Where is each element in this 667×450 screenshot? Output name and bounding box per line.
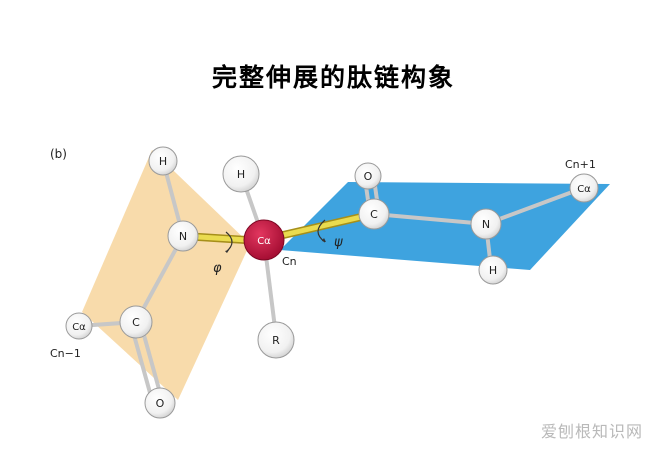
atom-label-h-right: H — [489, 264, 497, 277]
bond-c-n-right — [372, 212, 488, 226]
atom-label-o-right: O — [364, 170, 373, 183]
atom-label-c-left: C — [132, 316, 140, 329]
atom-c-left — [119, 305, 153, 339]
atom-h-left — [148, 146, 178, 176]
atom-label-calpha-left: Cα — [72, 322, 86, 333]
atom-label-r-group: R — [272, 334, 280, 347]
atom-calpha-center — [243, 219, 285, 261]
atom-label-h-left: H — [159, 155, 167, 168]
atom-label-c-right: C — [370, 208, 378, 221]
atom-h-right — [478, 255, 508, 285]
bond-c-o-left-1 — [130, 326, 154, 402]
atom-r-group — [257, 321, 295, 359]
atom-label-calpha-center: Cα — [257, 236, 271, 247]
label-cn-plus-1: Cn+1 — [565, 158, 596, 171]
left-peptide-plane — [82, 150, 250, 400]
atom-n-left — [167, 220, 199, 252]
atom-calpha-left — [65, 312, 93, 340]
label-cn: Cn — [282, 255, 297, 268]
atom-c-right — [358, 198, 390, 230]
atom-label-h-center: H — [237, 168, 245, 181]
atom-o-right — [354, 162, 382, 190]
atom-label-calpha-right: Cα — [577, 184, 591, 195]
label-cn-minus-1: Cn−1 — [50, 347, 81, 360]
atom-o-left — [144, 387, 176, 419]
atom-h-center — [222, 155, 260, 193]
page-title: 完整伸展的肽链构象 — [211, 63, 455, 92]
atom-label-n-left: N — [179, 230, 187, 243]
atom-calpha-right — [569, 173, 599, 203]
atom-label-n-right: N — [482, 218, 490, 231]
watermark: 爱刨根知识网 — [540, 422, 643, 441]
atom-label-o-left: O — [156, 397, 165, 410]
atom-n-right — [470, 208, 502, 240]
label-phi: φ — [213, 261, 222, 276]
label-psi: ψ — [334, 235, 343, 250]
bond-n-calpha-right — [484, 186, 585, 226]
panel-label: (b) — [50, 147, 67, 161]
